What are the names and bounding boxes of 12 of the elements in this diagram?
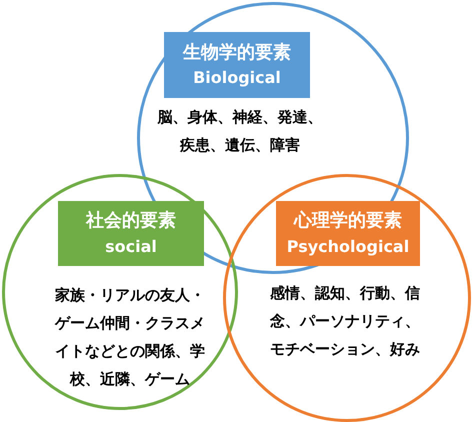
heading-text: 心理学的要素 [294,210,402,233]
heading-text: 生物学的要素 [183,42,291,64]
subheading-text: social [105,236,157,257]
heading-text: 社会的要素 [86,210,176,233]
description-text: 脳、身体、神経、発達、疾患、遺伝、障害 [156,107,324,156]
description-text: 感情、認知、行動、信念、パーソナリティ、モチベーション、好み [269,283,421,360]
subheading-text: Psychological [286,236,410,257]
heading-box [164,32,310,98]
heading-box [276,201,420,266]
heading-box [58,201,204,266]
description-text: 家族・リアルの友人・ゲーム仲間・クラスメイトなどとの関係、学校、近隣、ゲーム [54,285,206,390]
subheading-text: Biological [193,68,281,88]
